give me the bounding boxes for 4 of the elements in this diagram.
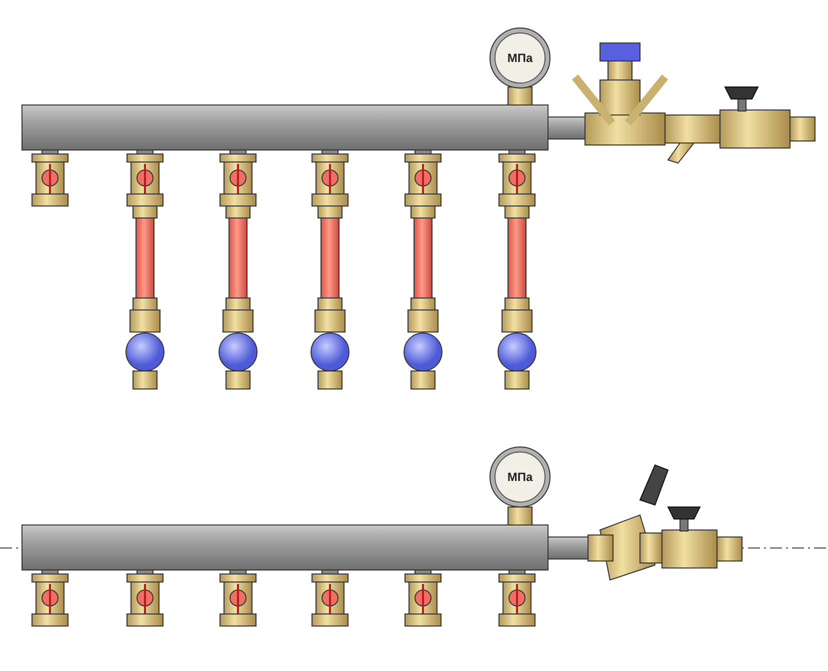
pressure-gauge: [489, 27, 551, 89]
pressure-gauge: [489, 446, 551, 508]
unit-label: МПа: [507, 51, 533, 65]
unit-label: МПа: [507, 470, 533, 484]
